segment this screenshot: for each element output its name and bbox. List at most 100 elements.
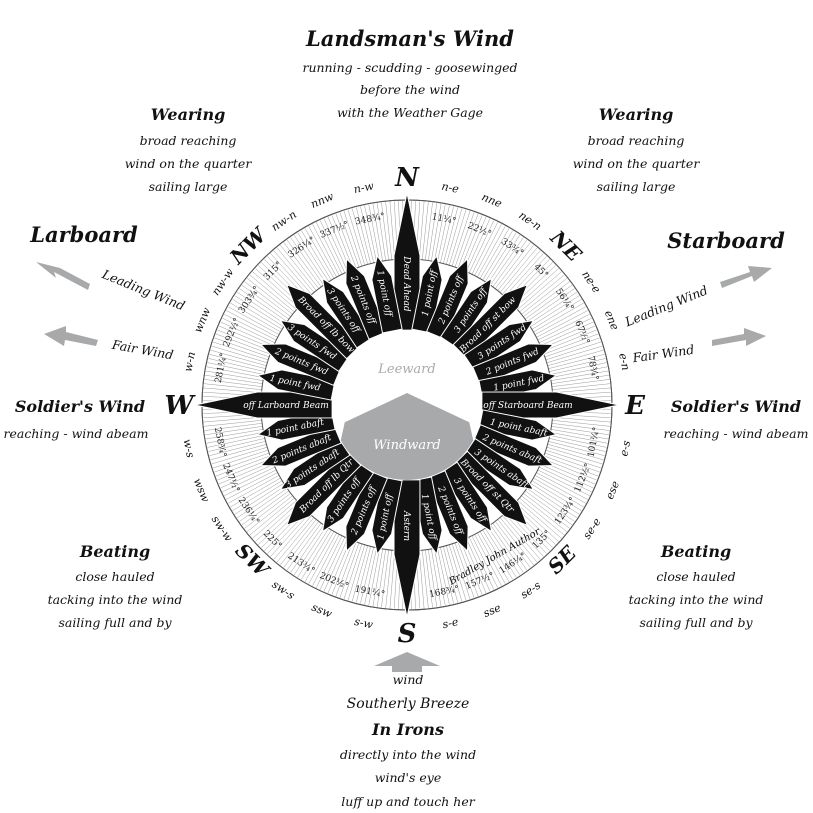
wearing-right-line: broad reaching [588,133,685,148]
hatch-line [360,547,374,604]
hatch-line [205,426,263,436]
hatch-line [490,524,524,573]
hatch-line [230,477,281,508]
hatch-line [431,548,442,607]
hatch-line [534,306,586,335]
degree-label: 11¼° [431,211,457,227]
hatch-line [381,202,389,261]
hatch-line [351,545,368,602]
hatch-line [550,366,608,378]
hatch-line [485,232,517,282]
hatch-line [457,213,479,269]
hatch-line [270,513,310,557]
hatch-line [457,541,479,597]
hatch-line [207,435,265,448]
hatch-line [468,220,495,274]
hatch-line [550,432,608,444]
hatch-line [431,203,442,262]
hatch-line [210,444,267,461]
hatch-line [331,540,354,595]
hatch-line [538,466,592,493]
spike-label: Dead Ahead [401,255,411,312]
hatch-line [531,299,582,330]
compass-point-label: ssw [310,601,335,621]
hatch-line [499,517,538,563]
hatch-line [255,502,299,542]
hatch-line [241,284,290,320]
spike [321,461,375,533]
hatch-line [526,488,575,522]
hatch-line [280,244,317,291]
hatch-line [497,244,534,291]
hatch-line [215,455,271,477]
hatch-line [524,284,573,320]
hatch-line [270,253,310,297]
spike [472,423,555,467]
hatch-line [434,548,446,606]
hatch-line [319,536,346,590]
hatch-line [446,208,463,265]
larboard-fair-wind: Fair Wind [110,337,175,363]
hatch-line [528,485,578,519]
hatch-line [244,493,291,529]
hatch-line [544,337,600,358]
hatch-line [376,549,386,607]
hatch-line [220,464,274,489]
hatch-line [551,423,610,431]
hatch-line [542,329,597,352]
compass-point-label: S [398,619,417,649]
hatch-line [323,538,348,592]
hatch-line [209,354,266,369]
spike [439,277,493,349]
hatch-line [504,513,544,557]
starboard-fair-wind: Fair Wind [631,342,695,366]
spike-label: Astern [401,510,411,541]
larboard-fair-arrow-icon [44,326,98,346]
hatch-line [283,242,319,289]
hatch-line [280,519,317,566]
hatch-line [487,526,521,576]
hatch-line [286,239,322,288]
hatch-line [504,253,544,297]
hatch-line [249,274,295,313]
hatch-line [224,314,277,341]
hatch-line [550,429,609,440]
hatch-line [217,458,272,481]
hatch-line [526,288,575,322]
hatch-line [204,379,263,387]
hatch-line [304,228,335,279]
hatch-line [339,212,360,268]
compass-point-label: e-n [616,352,632,372]
hatch-line [434,204,446,262]
hatch-line [548,354,605,369]
spike [463,319,535,373]
hatch-line [546,446,603,465]
hatch-line [205,370,264,381]
hatch-line [437,547,450,605]
hatch-line [205,429,264,440]
windward-label: Windward [373,438,440,453]
beating-right-heading: Beating [660,542,731,561]
hatch-line [252,500,297,539]
hatch-line [312,534,340,586]
hatch-line [222,317,276,344]
hatch-line [222,466,276,493]
hatch-line [537,469,590,496]
leeward-label: Leeward [377,362,435,377]
hatch-line [515,268,559,308]
hatch-line [312,224,340,276]
hatch-line [290,524,324,573]
compass-point-label: se-s [518,578,543,601]
spike [285,283,362,360]
hatch-line [203,387,262,394]
hatch-line [547,444,604,461]
beating-left-line: close hauled [75,569,154,584]
wearing-right-line: sailing large [597,179,676,194]
spike [452,450,529,527]
hatch-line [246,495,293,532]
compass-point-label: sw-w [209,513,236,544]
hatch-line [347,209,366,266]
hatch-line [547,349,604,366]
hatch-line [551,426,609,436]
hatch-line [276,517,315,563]
